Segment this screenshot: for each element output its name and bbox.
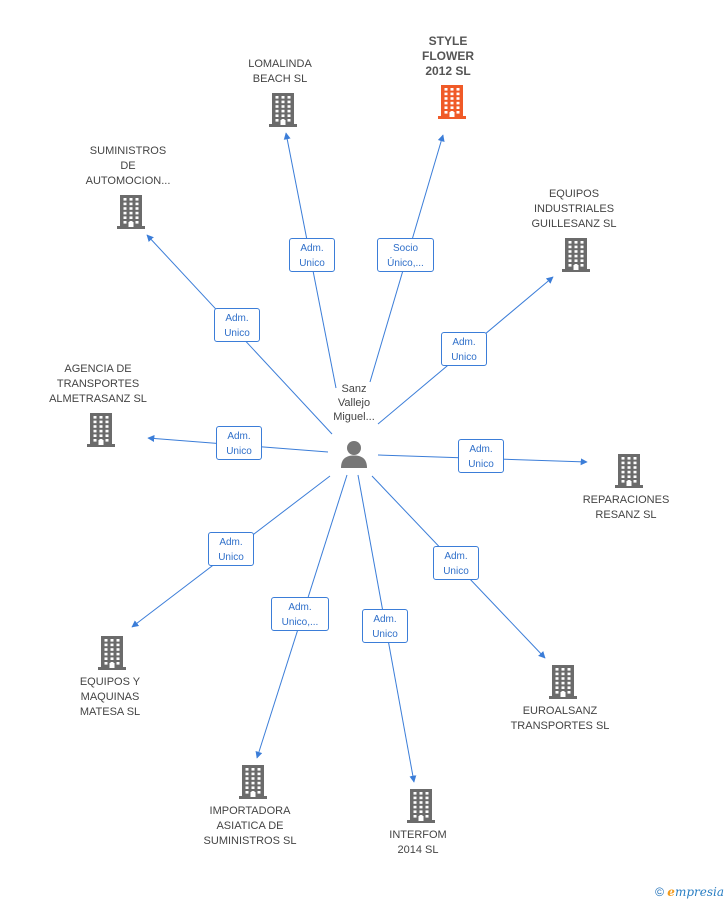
building-icon[interactable] [85, 412, 117, 453]
person-icon[interactable] [338, 439, 370, 469]
building-icon[interactable] [547, 664, 579, 705]
building-icon[interactable] [237, 764, 269, 805]
company-name[interactable]: REPARACIONES RESANZ SL [582, 494, 670, 521]
company-name[interactable]: EQUIPOS Y MAQUINAS MATESA SL [79, 676, 141, 718]
role-badge-reparaciones: Adm. Unico [458, 439, 504, 473]
company-name[interactable]: INTERFOM 2014 SL [389, 829, 447, 856]
role-badge-equipos-maquinas: Adm. Unico [208, 532, 254, 566]
building-icon[interactable] [405, 788, 437, 829]
role-badge-equipos-industriales: Adm. Unico [441, 332, 487, 366]
role-badge-lomalinda: Adm. Unico [289, 238, 335, 272]
role-badge-style-flower: Socio Único,... [377, 238, 434, 272]
building-icon[interactable] [115, 194, 147, 235]
empresia-footer: © empresia [655, 885, 724, 899]
role-badge-interfom: Adm. Unico [362, 609, 408, 643]
person-name[interactable]: Sanz Vallejo Miguel... [333, 383, 375, 423]
company-name[interactable]: SUMINISTROS DE AUTOMOCION... [85, 145, 171, 187]
building-icon[interactable] [96, 635, 128, 676]
empresia-logo-text: mpresia [674, 885, 724, 899]
role-badge-importadora: Adm. Unico,... [271, 597, 329, 631]
building-icon[interactable] [436, 84, 468, 125]
company-name[interactable]: LOMALINDA BEACH SL [248, 58, 312, 85]
company-name[interactable]: AGENCIA DE TRANSPORTES ALMETRASANZ SL [49, 363, 147, 405]
building-icon[interactable] [267, 92, 299, 133]
building-icon[interactable] [613, 453, 645, 494]
building-icon[interactable] [560, 237, 592, 278]
copyright-icon: © [655, 885, 664, 899]
person-node[interactable] [338, 439, 370, 474]
role-badge-suministros-automocion: Adm. Unico [214, 308, 260, 342]
role-badge-agencia-transportes: Adm. Unico [216, 426, 262, 460]
company-name[interactable]: EUROALSANZ TRANSPORTES SL [510, 705, 610, 732]
company-name[interactable]: STYLE FLOWER 2012 SL [422, 34, 474, 78]
company-name[interactable]: IMPORTADORA ASIATICA DE SUMINISTROS SL [203, 805, 297, 847]
role-badge-euroalsanz: Adm. Unico [433, 546, 479, 580]
empresia-logo-e: e [667, 885, 675, 899]
company-name[interactable]: EQUIPOS INDUSTRIALES GUILLESANZ SL [531, 188, 617, 230]
